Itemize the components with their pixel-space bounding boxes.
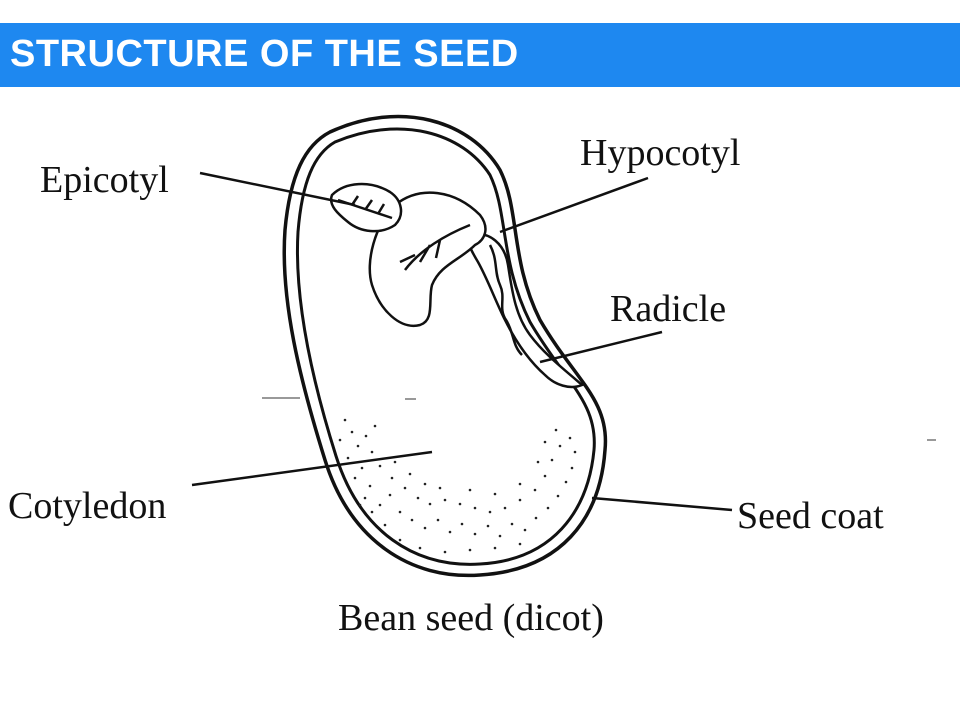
label-epicotyl: Epicotyl [40,159,169,201]
stray-marks [262,397,936,441]
radicle-wavy-edge [488,244,523,356]
page-title: STRUCTURE OF THE SEED [10,33,519,75]
plumule-large-leaf [368,191,487,328]
label-radicle: Radicle [610,288,726,330]
label-cotyledon: Cotyledon [8,485,166,527]
diagram-caption: Bean seed (dicot) [338,597,604,639]
seed-coat-outer [282,114,608,578]
seed-coat-leader [591,496,733,512]
title-bar [0,23,960,87]
cotyledon-stippling [338,418,577,554]
hypocotyl-leader [499,176,649,234]
plumule-leaf-vein [399,223,471,271]
small-leaf-vein [337,195,393,220]
cotyledon-leader [191,450,433,487]
epicotyl-leader [199,171,356,207]
label-seed-coat: Seed coat [737,495,884,537]
radicle-leader [539,330,663,364]
seed-coat-inner [296,127,596,566]
label-hypocotyl: Hypocotyl [580,132,740,174]
